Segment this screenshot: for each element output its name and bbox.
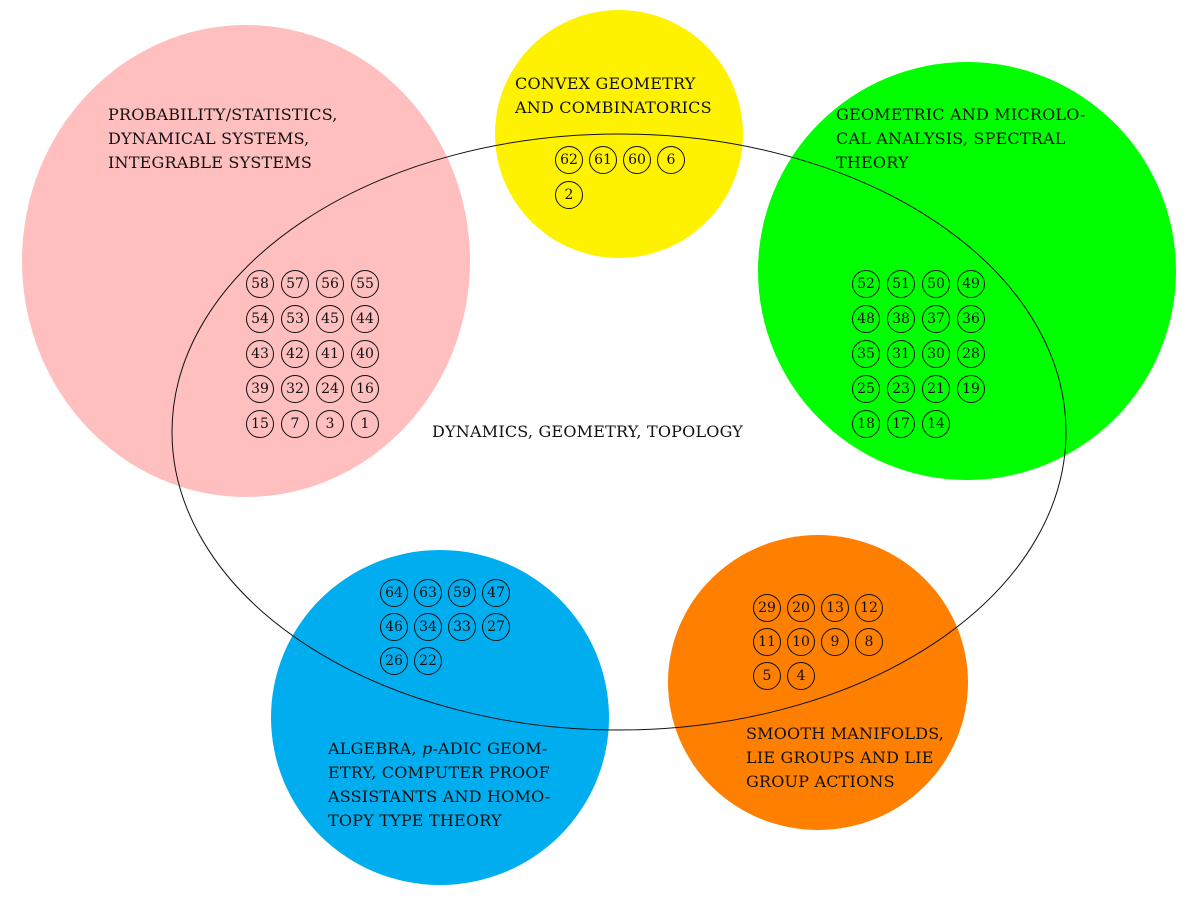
item-badge: 39 bbox=[246, 375, 274, 403]
item-badge: 33 bbox=[448, 613, 476, 641]
item-badge: 62 bbox=[555, 146, 583, 174]
item-badge: 8 bbox=[855, 628, 883, 656]
item-badge: 56 bbox=[316, 270, 344, 298]
item-badge: 50 bbox=[922, 270, 950, 298]
convex-region bbox=[495, 10, 743, 258]
item-badge: 58 bbox=[246, 270, 274, 298]
item-badge: 22 bbox=[414, 647, 442, 675]
item-badge: 3 bbox=[316, 410, 344, 438]
item-badge: 29 bbox=[753, 594, 781, 622]
item-badge: 12 bbox=[855, 594, 883, 622]
item-badge: 28 bbox=[957, 340, 985, 368]
item-badge: 41 bbox=[316, 340, 344, 368]
item-badge: 61 bbox=[589, 146, 617, 174]
item-badge: 27 bbox=[482, 613, 510, 641]
probability-label: PROBABILITY/STATISTICS, DYNAMICAL SYSTEM… bbox=[108, 105, 338, 172]
item-badge: 2 bbox=[555, 181, 583, 209]
item-badge: 49 bbox=[957, 270, 985, 298]
item-badge: 32 bbox=[281, 375, 309, 403]
item-badge: 30 bbox=[922, 340, 950, 368]
item-badge: 18 bbox=[852, 410, 880, 438]
item-badge: 42 bbox=[281, 340, 309, 368]
item-badge: 20 bbox=[787, 594, 815, 622]
item-badge: 19 bbox=[957, 375, 985, 403]
item-badge: 31 bbox=[887, 340, 915, 368]
item-badge: 15 bbox=[246, 410, 274, 438]
item-badge: 64 bbox=[380, 579, 408, 607]
item-badge: 25 bbox=[852, 375, 880, 403]
convex-label: CONVEX GEOMETRY AND COMBINATORICS bbox=[515, 74, 712, 117]
item-badge: 43 bbox=[246, 340, 274, 368]
algebra-label-italic: p bbox=[421, 739, 433, 758]
item-badge: 36 bbox=[957, 305, 985, 333]
item-badge: 53 bbox=[281, 305, 309, 333]
item-badge: 44 bbox=[351, 305, 379, 333]
item-badge: 6 bbox=[657, 146, 685, 174]
item-badge: 47 bbox=[482, 579, 510, 607]
item-badge: 13 bbox=[821, 594, 849, 622]
item-badge: 38 bbox=[887, 305, 915, 333]
item-badge: 7 bbox=[281, 410, 309, 438]
item-badge: 17 bbox=[887, 410, 915, 438]
smooth-label: SMOOTH MANIFOLDS, LIE GROUPS AND LIE GRO… bbox=[746, 724, 945, 791]
item-badge: 34 bbox=[414, 613, 442, 641]
item-badge: 48 bbox=[852, 305, 880, 333]
item-badge: 35 bbox=[852, 340, 880, 368]
item-badge: 9 bbox=[821, 628, 849, 656]
algebra-label: ALGEBRA, p-ADIC GEOM- ETRY, COMPUTER PRO… bbox=[328, 737, 551, 833]
item-badge: 63 bbox=[414, 579, 442, 607]
center-label: DYNAMICS, GEOMETRY, TOPOLOGY bbox=[432, 422, 744, 441]
item-badge: 11 bbox=[753, 628, 781, 656]
item-badge: 24 bbox=[316, 375, 344, 403]
item-badge: 51 bbox=[887, 270, 915, 298]
item-badge: 46 bbox=[380, 613, 408, 641]
item-badge: 1 bbox=[351, 410, 379, 438]
item-badge: 59 bbox=[448, 579, 476, 607]
item-badge: 40 bbox=[351, 340, 379, 368]
item-badge: 4 bbox=[787, 662, 815, 690]
item-badge: 57 bbox=[281, 270, 309, 298]
geometric-label: GEOMETRIC AND MICROLO- CAL ANALYSIS, SPE… bbox=[836, 105, 1086, 172]
item-badge: 10 bbox=[787, 628, 815, 656]
algebra-label-pre: ALGEBRA, bbox=[328, 739, 422, 758]
item-badge: 5 bbox=[753, 662, 781, 690]
item-badge: 26 bbox=[380, 647, 408, 675]
item-badge: 14 bbox=[922, 410, 950, 438]
item-badge: 45 bbox=[316, 305, 344, 333]
item-badge: 54 bbox=[246, 305, 274, 333]
item-badge: 52 bbox=[852, 270, 880, 298]
item-badge: 55 bbox=[351, 270, 379, 298]
item-badge: 16 bbox=[351, 375, 379, 403]
item-badge: 21 bbox=[922, 375, 950, 403]
item-badge: 23 bbox=[887, 375, 915, 403]
item-badge: 37 bbox=[922, 305, 950, 333]
algebra-label-post: -ADIC GEOM- ETRY, COMPUTER PROOF ASSISTA… bbox=[328, 739, 551, 830]
item-badge: 60 bbox=[623, 146, 651, 174]
